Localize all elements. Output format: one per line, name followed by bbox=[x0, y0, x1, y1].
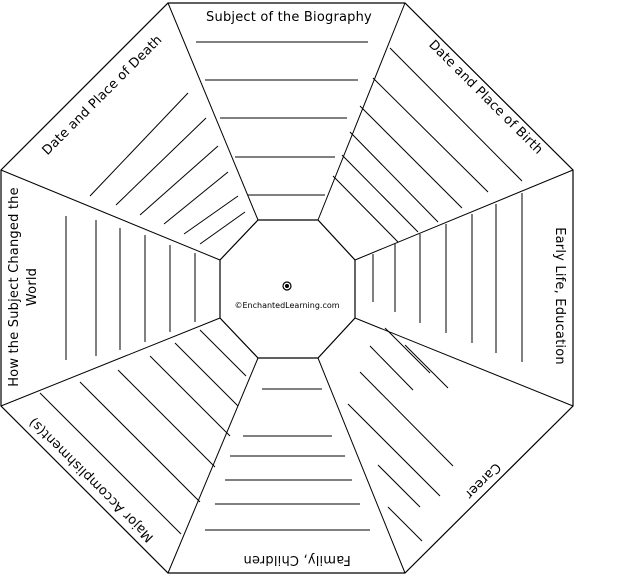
center-credit: ©EnchantedLearning.com bbox=[234, 301, 339, 310]
label-top-right: Date and Place of Birth bbox=[425, 37, 545, 157]
inner-octagon bbox=[219, 219, 356, 359]
top-right-segment-lines bbox=[332, 47, 523, 243]
top-left-segment-lines bbox=[89, 92, 246, 245]
label-bottom-left: Major Accomplishment(s) bbox=[26, 414, 157, 545]
left-segment-lines bbox=[65, 216, 196, 360]
segment-dividers bbox=[0, 2, 574, 574]
label-left: How the Subject Changed the World bbox=[7, 187, 40, 387]
bottom-right-segment-lines bbox=[347, 327, 454, 542]
label-left-line1: How the Subject Changed the bbox=[7, 187, 22, 387]
bottom-left-segment-lines bbox=[39, 329, 247, 535]
label-right: Early Life, Education bbox=[552, 227, 567, 365]
center-target-icon bbox=[282, 281, 292, 291]
label-left-line2: World bbox=[25, 268, 40, 306]
label-top: Subject of the Biography bbox=[206, 10, 372, 25]
top-segment-lines bbox=[196, 41, 368, 196]
bottom-segment-lines bbox=[205, 388, 370, 531]
label-top-left: Date and Place of Death bbox=[40, 33, 166, 159]
right-segment-lines bbox=[372, 193, 523, 362]
label-bottom: Family, Children bbox=[243, 552, 350, 567]
